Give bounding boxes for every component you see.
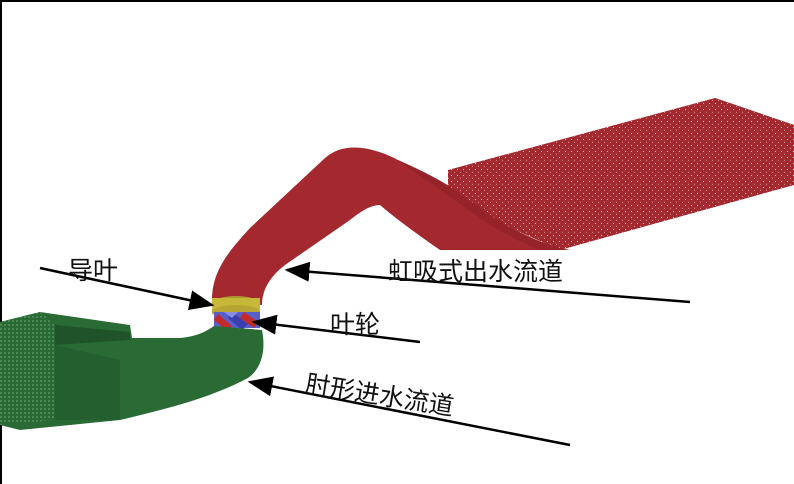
arrow-siphon-outlet	[284, 261, 691, 304]
label-guide-vane: 导叶	[68, 256, 118, 285]
label-impeller: 叶轮	[330, 310, 380, 339]
arrows	[39, 261, 691, 447]
impeller-body	[214, 312, 260, 330]
arrow-guide-vane	[39, 266, 215, 311]
siphon-outlet-box	[448, 98, 794, 250]
arrow-elbow-inlet	[247, 376, 571, 447]
elbow-inlet-conduit	[0, 312, 264, 430]
label-siphon-outlet: 虹吸式出水流道	[388, 257, 563, 286]
siphon-outlet-conduit	[212, 147, 570, 305]
arrow-impeller	[251, 314, 421, 344]
